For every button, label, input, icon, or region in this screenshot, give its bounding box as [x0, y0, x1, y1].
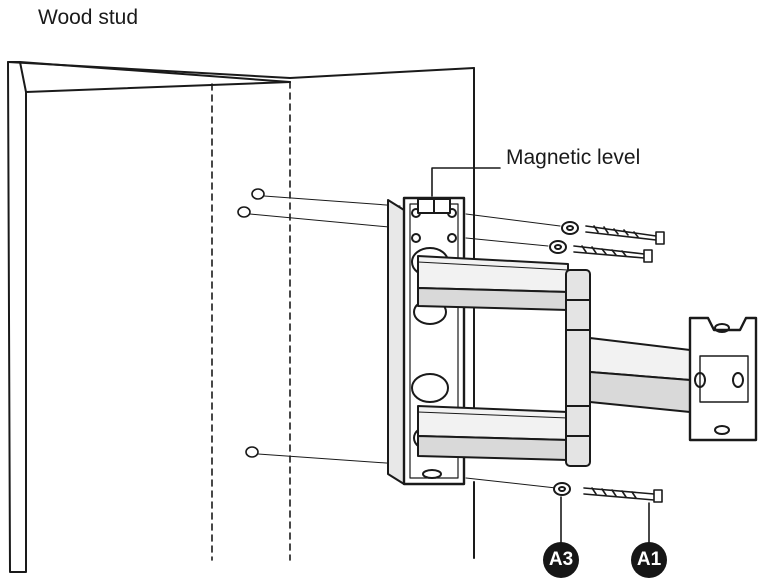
- wood-stud-lines: [211, 81, 291, 561]
- extension-arm: [589, 337, 691, 413]
- magnetic-level-device: [417, 167, 501, 214]
- a3-callout-badge: A3: [543, 542, 579, 578]
- callout-leaders: [560, 496, 650, 543]
- lag-bolts: [573, 225, 665, 503]
- alignment-lines: [249, 195, 561, 489]
- wall-panel: [7, 61, 475, 573]
- tv-bracket: [688, 316, 758, 442]
- upper-arm: [417, 255, 569, 311]
- pilot-holes: [237, 188, 265, 458]
- magnetic-level-label: Magnetic level: [506, 146, 641, 169]
- wood-stud-label: Wood stud: [38, 6, 139, 29]
- washers: [549, 221, 579, 496]
- hinge-column: [565, 269, 591, 467]
- a1-callout-badge: A1: [631, 542, 667, 578]
- lower-arm: [417, 405, 569, 461]
